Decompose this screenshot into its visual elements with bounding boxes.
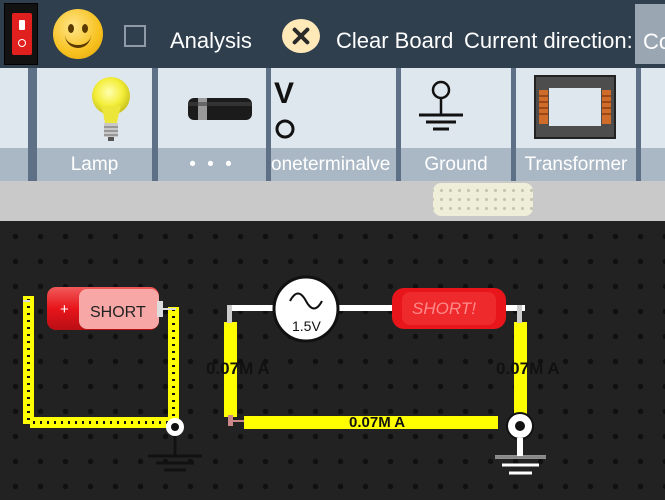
wire-right-left-vertical[interactable]: [224, 322, 237, 417]
component-palette: Lamp • • • V oneterminalve Ground: [0, 68, 665, 181]
palette-card-partial-right[interactable]: [641, 68, 665, 181]
ground-symbol-right[interactable]: [495, 412, 546, 475]
palette-item-lamp-label: Lamp: [37, 148, 152, 181]
palette-item-resistor[interactable]: • • •: [158, 68, 266, 181]
wire-left-vertical[interactable]: [23, 296, 34, 424]
palette-item-ground[interactable]: Ground: [401, 68, 511, 181]
circuit-drawing: + SHORT 1.5V: [23, 275, 546, 475]
svg-text:V: V: [274, 77, 294, 110]
power-switch-icon: [12, 13, 32, 55]
current-readout-right: 0.07M A: [496, 359, 560, 378]
smiley-icon[interactable]: [53, 9, 103, 59]
palette-item-ground-label: Ground: [401, 148, 511, 181]
ground-icon: [419, 80, 463, 131]
clear-board-button[interactable]: Clear Board: [336, 28, 454, 53]
wire-right-bottom[interactable]: [244, 416, 498, 429]
transformer-icon: [534, 75, 616, 139]
wire-right-right-vertical[interactable]: [514, 322, 527, 417]
ground-symbol-left[interactable]: [148, 418, 202, 472]
palette-item-voltage-terminal[interactable]: V oneterminalve: [271, 68, 396, 181]
resistor-icon: [188, 98, 252, 120]
palette-item-resistor-label: • • •: [158, 148, 266, 181]
battery-plus-sign: +: [60, 301, 69, 318]
current-readout-left: 0.07M A: [206, 359, 270, 378]
battery-component[interactable]: [47, 287, 163, 330]
palette-item-transformer-label: Transformer: [516, 148, 636, 181]
analysis-label[interactable]: Analysis: [170, 28, 252, 53]
current-readout-bottom: 0.07M A: [349, 414, 406, 431]
wire-left-bottom[interactable]: [30, 417, 174, 428]
toolbox-strip: [0, 181, 665, 221]
breadboard-icon[interactable]: [433, 183, 533, 216]
toolbar-overflow-label: Co: [643, 29, 665, 54]
battery-short-label: SHORT: [90, 304, 146, 321]
top-toolbar: Analysis Clear Board Current direction: …: [0, 0, 665, 68]
power-switch-button[interactable]: [4, 3, 38, 65]
palette-card-partial[interactable]: [0, 68, 28, 181]
analysis-checkbox[interactable]: [124, 25, 146, 47]
palette-item-transformer[interactable]: Transformer: [516, 68, 636, 181]
palette-item-lamp[interactable]: Lamp: [37, 68, 152, 181]
palette-item-voltage-terminal-label: oneterminalve: [271, 148, 396, 181]
circuit-board[interactable]: + SHORT 1.5V: [0, 221, 665, 500]
shorted-resistor-component[interactable]: [392, 288, 506, 329]
current-direction-label: Current direction:: [464, 28, 633, 53]
resistor-short-label: SHORT!: [412, 299, 476, 318]
ac-source-icon[interactable]: [272, 275, 340, 343]
toolbar-overflow-button[interactable]: Co: [635, 4, 665, 64]
close-circle-icon[interactable]: [282, 19, 320, 53]
wire-left-top-vertical[interactable]: [168, 307, 179, 425]
wire-right-top[interactable]: [230, 305, 525, 311]
ac-source-voltage: 1.5V: [292, 318, 321, 334]
lamp-icon: [92, 77, 130, 141]
voltage-terminal-icon: V: [274, 77, 295, 139]
